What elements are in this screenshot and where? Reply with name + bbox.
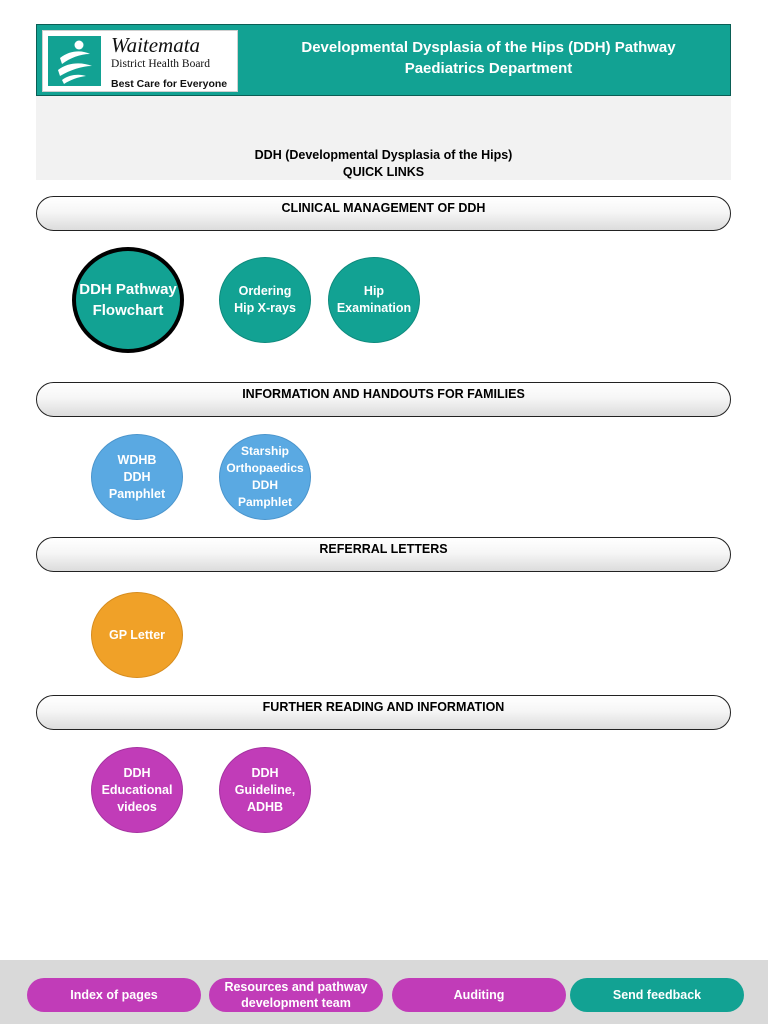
intro-band: DDH (Developmental Dysplasia of the Hips… [36,96,731,180]
resources-team-button[interactable]: Resources and pathway development team [209,978,383,1012]
link-label-line: Flowchart [92,302,164,319]
intro-subtitle: QUICK LINKS [342,165,425,179]
button-label: development team [241,996,351,1010]
section-header-clinical-management: CLINICAL MANAGEMENT OF DDH [36,196,731,231]
link-label-line: Pamphlet [108,486,166,501]
button-label: Send feedback [612,988,702,1002]
link-label-line: Guideline, [234,782,296,797]
waitemata-logo: Waitemata District Health Board Best Car… [42,30,238,92]
link-label-line: DDH Pathway [79,281,177,298]
link-label-line: Pamphlet [237,495,292,509]
page-title: DDH (Developmental Dysplasia of the Hips… [36,147,731,181]
link-ddh-educational-videos[interactable]: DDH Educational videos [91,747,183,833]
link-label-line: Hip [363,284,385,298]
footer-nav: Index of pages Resources and pathway dev… [0,960,768,1024]
button-label: Auditing [453,988,505,1002]
link-label-line: Orthopaedics [226,461,304,475]
link-label-line: Educational [101,782,173,797]
send-feedback-button[interactable]: Send feedback [570,978,744,1012]
index-of-pages-button[interactable]: Index of pages [27,978,201,1012]
section-header-further-reading: FURTHER READING AND INFORMATION [36,695,731,730]
intro-title: DDH (Developmental Dysplasia of the Hips… [254,148,513,162]
button-label: Index of pages [70,988,158,1002]
link-ordering-hip-xrays[interactable]: Ordering Hip X-rays [219,257,311,343]
link-label-line: DDH [251,765,279,780]
section-header-family-information: INFORMATION AND HANDOUTS FOR FAMILIES [36,382,731,417]
link-label-line: DDH [123,765,151,780]
page-header: Waitemata District Health Board Best Car… [36,24,731,96]
logo-emblem-icon [48,36,101,86]
header-department: Paediatrics Department [404,60,573,77]
link-starship-orthopaedics-ddh-pamphlet[interactable]: Starship Orthopaedics DDH Pamphlet [219,434,311,520]
button-label: Resources and pathway [224,980,368,994]
link-label-line: WDHB [117,452,157,467]
logo-name: Waitemata [111,33,201,57]
link-label-line: DDH [123,469,151,484]
link-label-line: Starship [240,444,289,458]
link-gp-letter[interactable]: GP Letter [91,592,183,678]
logo-subtitle: District Health Board [111,58,211,70]
link-label-line: Hip X-rays [234,301,296,315]
link-label-line: Examination [336,301,412,315]
header-title: Developmental Dysplasia of the Hips (DDH… [301,39,676,56]
link-label-line: DDH [251,478,278,492]
link-label-line: videos [117,799,157,814]
section-header-referral-letters: REFERRAL LETTERS [36,537,731,572]
link-wdhb-ddh-pamphlet[interactable]: WDHB DDH Pamphlet [91,434,183,520]
auditing-button[interactable]: Auditing [392,978,566,1012]
link-label-line: Ordering [238,284,292,298]
header-titles: Developmental Dysplasia of the Hips (DDH… [247,37,730,79]
link-label-line: ADHB [246,799,284,814]
link-ddh-guideline-adhb[interactable]: DDH Guideline, ADHB [219,747,311,833]
link-hip-examination[interactable]: Hip Examination [328,257,420,343]
link-ddh-pathway-flowchart[interactable]: DDH Pathway Flowchart [72,247,184,353]
link-label-line: GP Letter [108,627,166,642]
logo-tagline: Best Care for Everyone [111,78,228,90]
